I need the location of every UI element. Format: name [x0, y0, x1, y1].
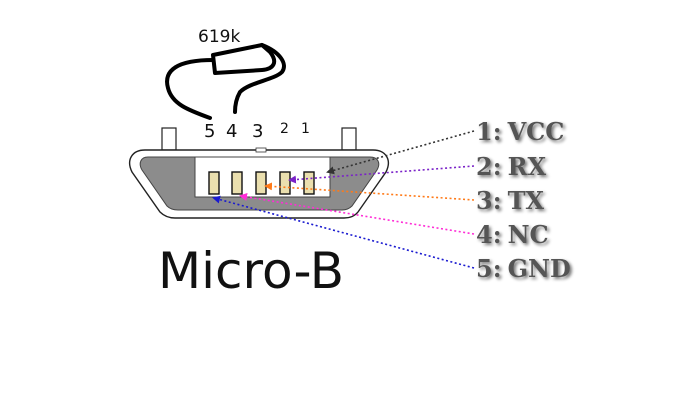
resistor-sketch: 619k: [165, 27, 286, 120]
pin-number-2: 2: [280, 121, 289, 137]
connector-title: Micro-B: [158, 242, 344, 300]
pin-number-row: 5 4 3 2 1: [204, 121, 310, 142]
pin-number-4: 4: [226, 121, 237, 142]
pin-legend: 1:VCC 2:RX 3:TX 4:NC 5:GND: [476, 117, 571, 283]
leader-vcc: [326, 130, 475, 175]
pin-leader-lines: [212, 130, 475, 269]
pin-number-1: 1: [301, 121, 310, 137]
legend-item-2: 2:RX: [476, 152, 547, 181]
leader-nc: [239, 193, 475, 235]
legend-item-4: 4:NC: [476, 220, 549, 249]
legend-item-1: 1:VCC: [476, 117, 564, 146]
leader-tx: [264, 182, 475, 201]
micro-b-connector: [128, 127, 390, 219]
leader-rx: [288, 165, 475, 184]
pin-number-5: 5: [204, 121, 215, 142]
pin-number-3: 3: [252, 121, 263, 142]
legend-item-3: 3:TX: [476, 186, 544, 215]
legend-item-5: 5:GND: [476, 254, 571, 283]
resistor-label: 619k: [198, 27, 240, 47]
